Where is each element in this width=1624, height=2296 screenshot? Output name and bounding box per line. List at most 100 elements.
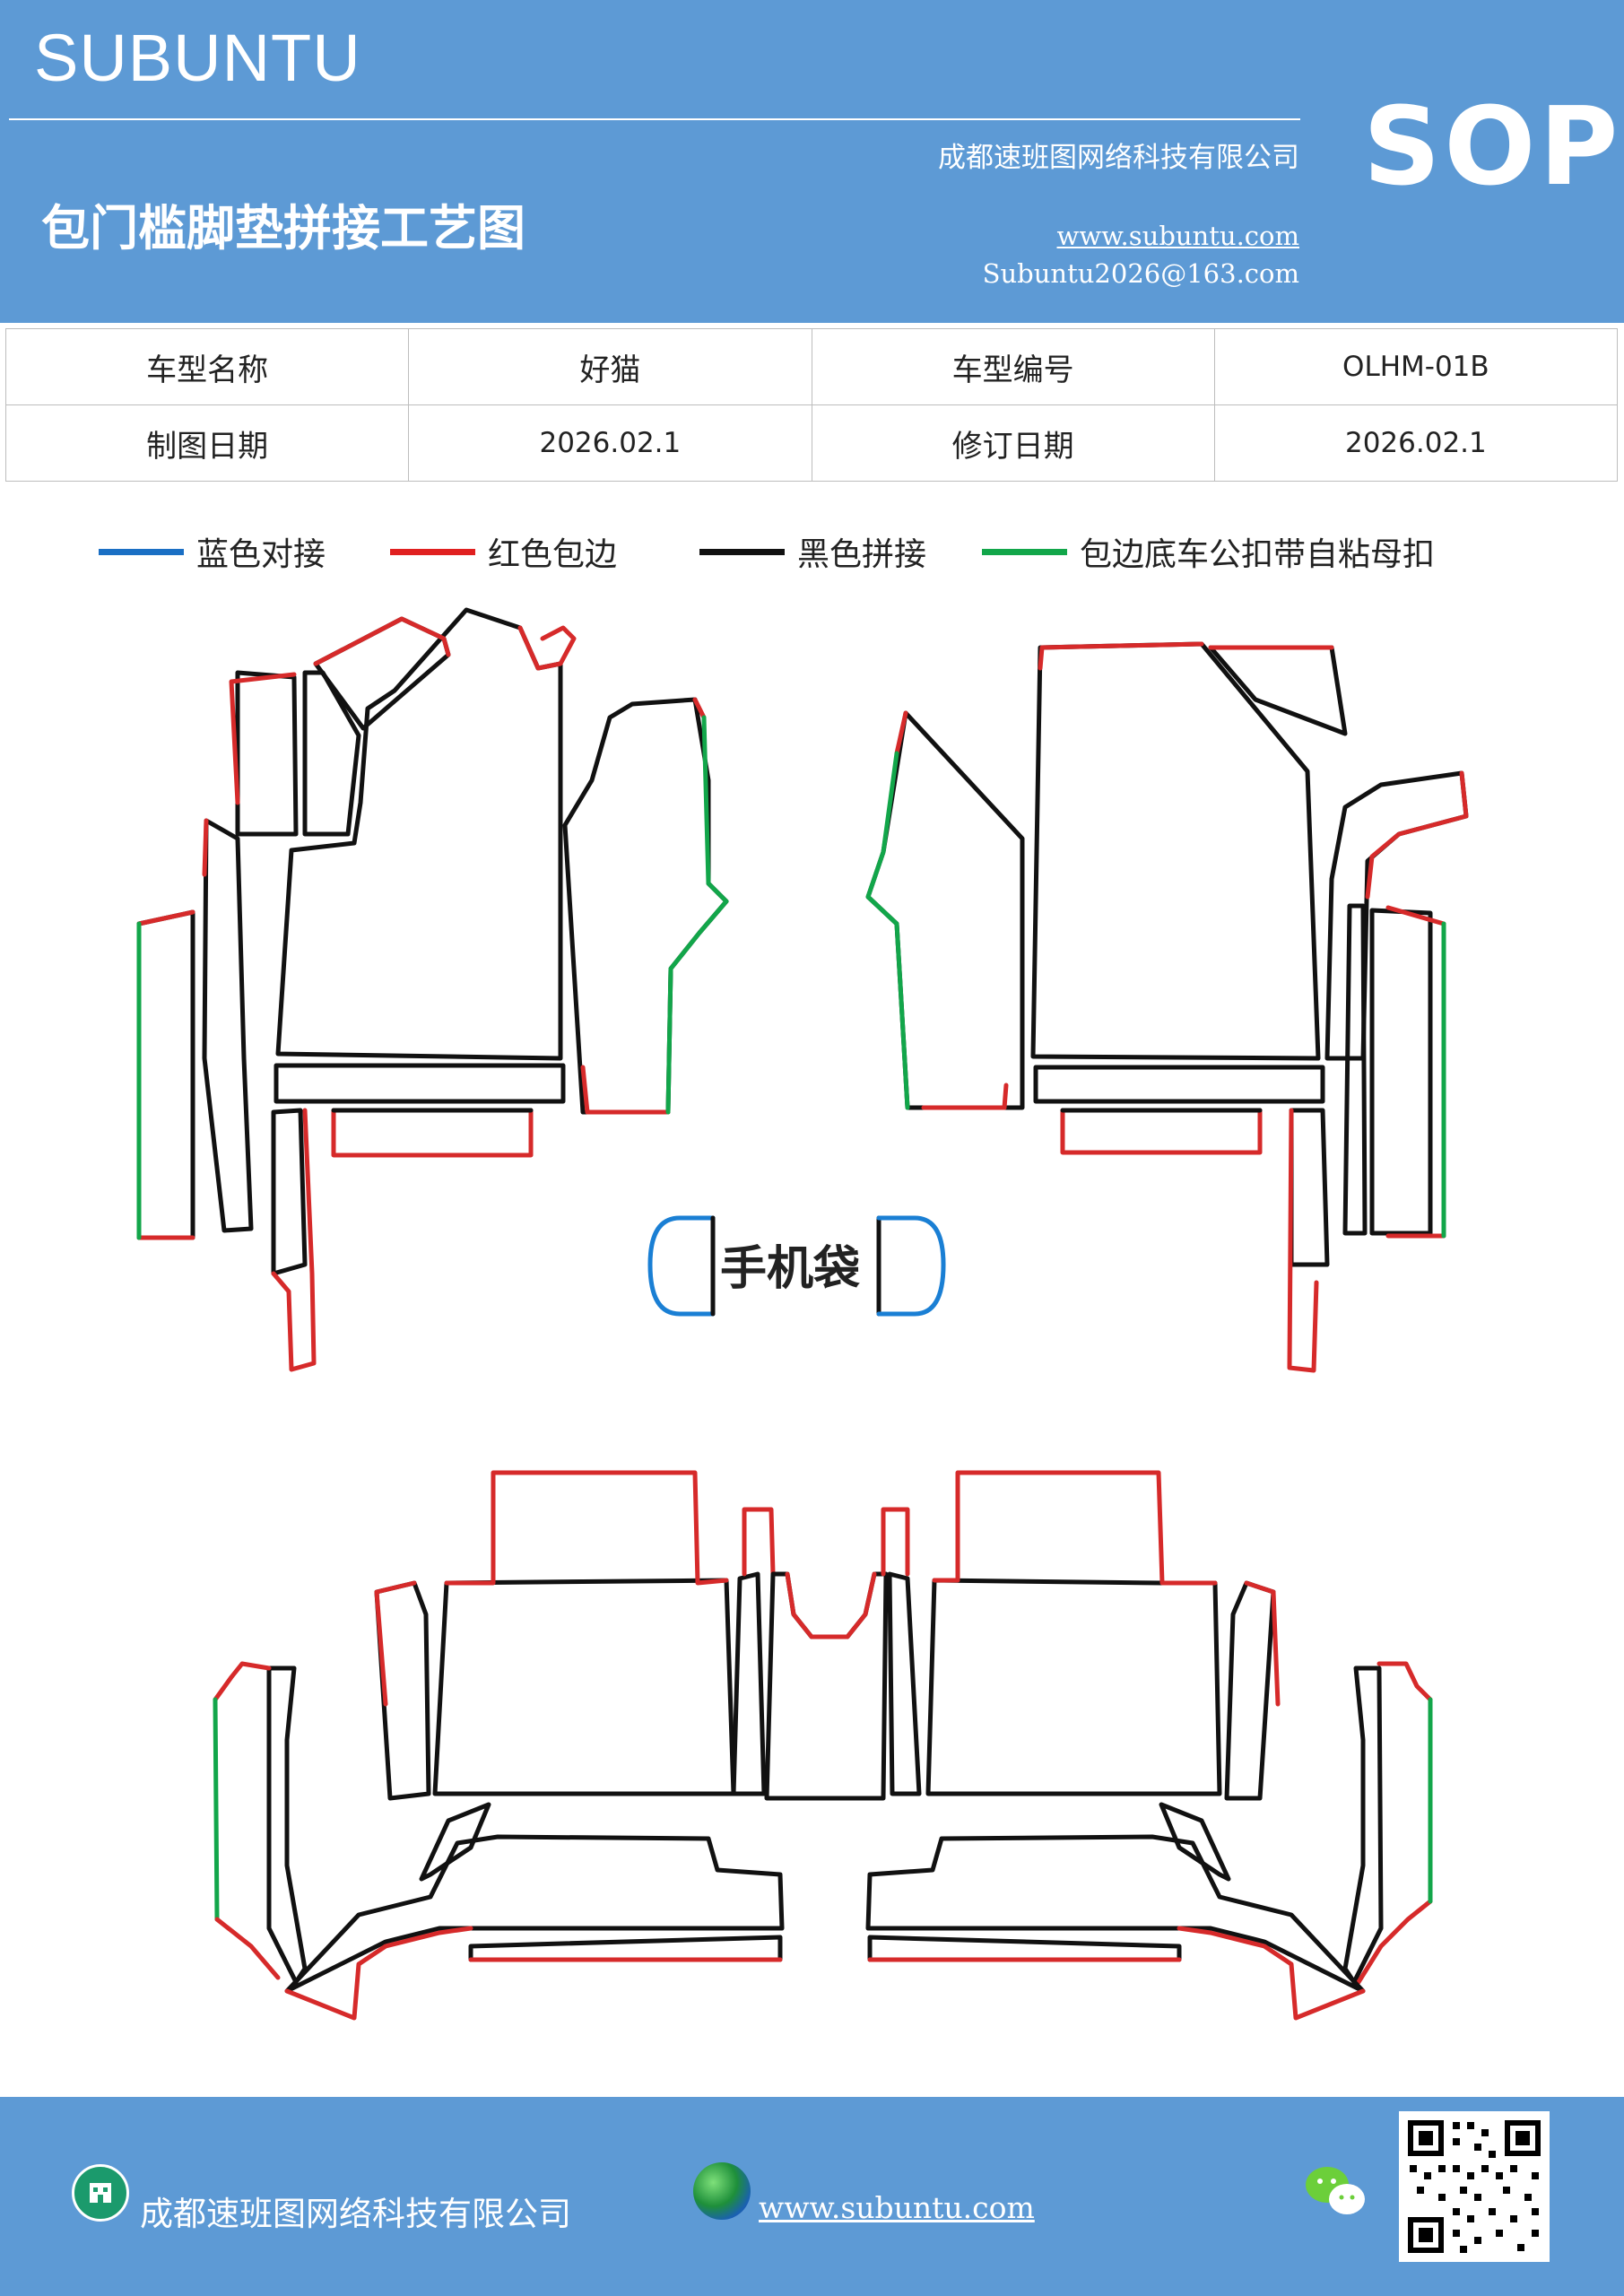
front-right-sill-bar (1033, 1065, 1325, 1104)
rear-left-notch-pad (731, 1571, 767, 1796)
front-left-long-strip (202, 818, 254, 1233)
front-left-door-trim (562, 697, 729, 1115)
rear-right-main-mat-edge (932, 1470, 1218, 1586)
front-right-corner-edge (1365, 770, 1469, 900)
model-code-value: OLHM-01B (1213, 328, 1619, 405)
revision-date-value: 2026.02.1 (1213, 404, 1619, 482)
rear-right-outer-strip-red (1356, 1661, 1433, 1985)
phone-bag-right-piece (876, 1215, 946, 1317)
front-left-mat-group (136, 607, 729, 1372)
front-left-wedge-pad (302, 670, 361, 837)
globe-icon (693, 2162, 751, 2220)
draw-date-value: 2026.02.1 (408, 404, 812, 482)
front-right-sill-strip (1369, 908, 1433, 1236)
front-right-under-strip (1289, 1108, 1330, 1267)
rear-left-main-mat-edge (444, 1470, 729, 1586)
front-right-thin-strip (1342, 903, 1368, 1236)
rear-left-outer-bottom (214, 1917, 281, 1980)
front-right-lower-bar (1060, 1108, 1263, 1155)
rear-left-side-pad-edge (374, 1580, 417, 1707)
header-divider (9, 118, 1300, 120)
phone-bag-group: 手机袋 (647, 1215, 946, 1317)
rear-right-tab (881, 1507, 910, 1577)
sop-badge: SOP (1363, 85, 1622, 210)
model-code-label: 车型编号 (811, 328, 1215, 405)
legend-swatch-blue (99, 548, 184, 555)
legend-label: 红色包边 (488, 536, 618, 573)
wechat-icon[interactable] (1300, 2160, 1372, 2222)
front-left-long-strip-edge (202, 818, 209, 877)
legend-item-blue: 蓝色对接 (99, 529, 326, 574)
header-email: Subuntu2026@163.com (982, 258, 1299, 289)
model-name-value: 好猫 (408, 328, 812, 405)
rear-left-bottom-bar (468, 1935, 783, 1962)
front-right-main-mat-edge (1038, 641, 1204, 671)
legend-label: 黑色拼接 (797, 536, 927, 573)
rear-right-sill-panel-edge (1177, 1926, 1366, 2021)
front-right-door-trim-green (865, 751, 910, 1110)
front-right-door-trim-red (894, 710, 1009, 1110)
header-banner: SUBUNTU SOP 成都速班图网络科技有限公司 包门槛脚垫拼接工艺图 www… (0, 0, 1624, 323)
rear-left-tab (742, 1507, 776, 1577)
draw-date-label: 制图日期 (4, 404, 410, 482)
phone-bag-left-piece (647, 1215, 716, 1317)
rear-left-outer-strip (266, 1665, 308, 1985)
rear-left-sweep-pad (419, 1802, 491, 1882)
front-right-sill-strip-red (1385, 905, 1446, 1239)
rear-left-sill-panel (284, 1834, 785, 1994)
rear-right-sweep-pad (1159, 1802, 1231, 1882)
table-row: 制图日期 2026.02.1 修订日期 2026.02.1 (4, 404, 1619, 482)
footer-banner: 成都速班图网络科技有限公司 www.subuntu.com (0, 2097, 1624, 2296)
color-legend: 蓝色对接 红色包边 黑色拼接 包边底车公扣带自粘母扣 (0, 529, 1624, 574)
floor-mat-splice-diagram: 手机袋 (136, 607, 1469, 2021)
legend-swatch-red (390, 548, 475, 555)
model-name-label: 车型名称 (4, 328, 410, 405)
legend-label: 蓝色对接 (196, 536, 326, 573)
front-left-diamond-edge (313, 616, 451, 666)
front-right-under-strip-red (1287, 1108, 1319, 1373)
legend-item-green: 包边底车公扣带自粘母扣 (982, 529, 1435, 574)
legend-swatch-black (699, 548, 785, 555)
front-right-triangle-pad (1208, 645, 1348, 736)
front-left-small-pad-edge (229, 672, 297, 805)
footer-company-name: 成都速班图网络科技有限公司 (140, 2195, 571, 2233)
front-left-main-mat (275, 607, 563, 1061)
rear-left-outer-strip-red (213, 1661, 272, 1702)
front-left-lower-bar (331, 1108, 534, 1158)
legend-item-red: 红色包边 (390, 529, 617, 574)
legend-label: 包边底车公扣带自粘母扣 (1080, 536, 1436, 573)
rear-right-side-pad (1224, 1580, 1276, 1801)
front-left-sill-strip-red (136, 909, 195, 1240)
header-website-link[interactable]: www.subuntu.com (1056, 221, 1299, 251)
front-right-mat-group (865, 641, 1469, 1373)
front-left-under-strip (271, 1108, 308, 1276)
table-row: 车型名称 好猫 车型编号 OLHM-01B (4, 328, 1619, 405)
front-left-sill-strip (136, 909, 195, 1240)
phone-bag-label: 手机袋 (720, 1242, 860, 1296)
qr-code (1399, 2111, 1550, 2262)
rear-left-mat-group (213, 1470, 889, 2021)
brand-name: SUBUNTU (34, 21, 361, 95)
revision-date-label: 修订日期 (811, 404, 1215, 482)
rear-right-mat-group (865, 1470, 1433, 2021)
legend-swatch-green (982, 548, 1067, 555)
rear-right-main-mat (925, 1578, 1222, 1796)
rear-left-sill-panel-edge (284, 1926, 473, 2021)
building-icon (72, 2164, 129, 2222)
front-left-door-trim-green (665, 715, 729, 1115)
document-title: 包门槛脚垫拼接工艺图 (41, 199, 525, 257)
footer-website-link[interactable]: www.subuntu.com (759, 2190, 1035, 2225)
legend-item-black: 黑色拼接 (699, 529, 926, 574)
front-left-diamond-pad (313, 616, 451, 731)
rear-right-outer-strip (1342, 1665, 1384, 1985)
rear-right-bottom-bar (867, 1935, 1182, 1962)
front-left-main-mat-edge (517, 625, 577, 671)
rear-left-outer-strip-green (213, 1697, 220, 1922)
rear-right-sill-panel (865, 1834, 1366, 1994)
front-left-door-trim-red (580, 697, 707, 1115)
front-left-under-strip-red (271, 1108, 317, 1372)
vehicle-info-table: 车型名称 好猫 车型编号 OLHM-01B 制图日期 2026.02.1 修订日… (4, 328, 1619, 482)
rear-left-main-mat (432, 1578, 736, 1796)
header-company-name: 成都速班图网络科技有限公司 (938, 142, 1299, 174)
front-left-small-pad (235, 670, 299, 837)
